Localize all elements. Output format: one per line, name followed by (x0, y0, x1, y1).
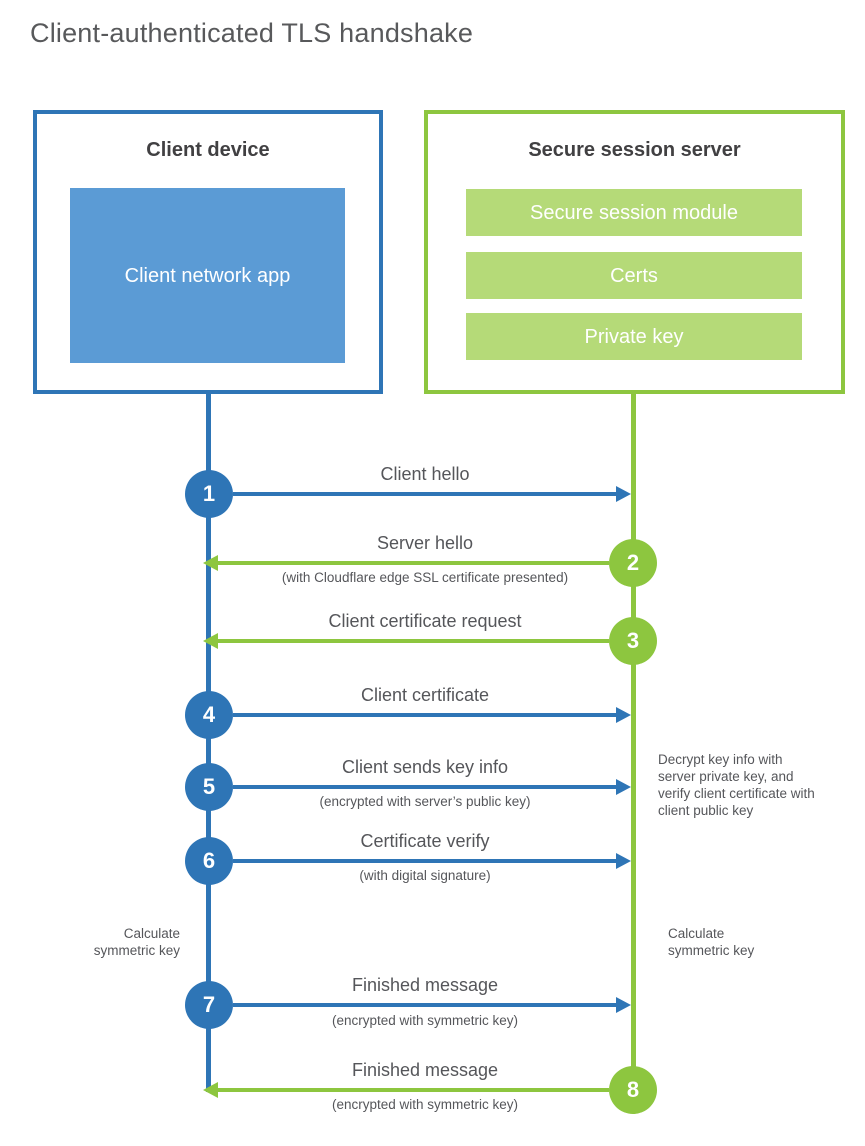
step-7-arrow (233, 1003, 616, 1007)
note-calculate-symmetric-key-server: Calculate symmetric key (668, 926, 755, 958)
step-8-arrow (218, 1088, 609, 1092)
step-8-subtext: (encrypted with symmetric key) (331, 1097, 519, 1112)
secure-session-server-title: Secure session server (528, 139, 741, 161)
step-6-subtext: (with digital signature) (359, 868, 491, 883)
page-title: Client-authenticated TLS handshake (30, 18, 474, 48)
client-network-app-block: Client network app (70, 188, 345, 363)
step-1-label: Client hello (380, 464, 470, 484)
server-module-private-key: Private key (466, 313, 802, 360)
step-8-label: Finished message (351, 1060, 499, 1080)
step-4-arrowhead-icon (616, 707, 631, 723)
step-2-subtext: (with Cloudflare edge SSL certificate pr… (281, 570, 569, 585)
step-1-circle: 1 (185, 470, 233, 518)
server-module-certs: Certs (466, 252, 802, 299)
step-2-arrowhead-icon (203, 555, 218, 571)
step-7-subtext: (encrypted with symmetric key) (331, 1013, 519, 1028)
step-6-arrow (233, 859, 616, 863)
step-4-label: Client certificate (360, 685, 490, 705)
client-device-title: Client device (146, 139, 270, 161)
step-5-circle: 5 (185, 763, 233, 811)
note-decrypt-key-info: Decrypt key info with server private key… (658, 752, 815, 818)
step-2-arrow (218, 561, 609, 565)
note-calculate-symmetric-key-client: Calculate symmetric key (93, 926, 180, 958)
step-8-arrowhead-icon (203, 1082, 218, 1098)
server-lifeline (631, 394, 636, 1090)
step-7-label: Finished message (351, 975, 499, 995)
step-7-circle: 7 (185, 981, 233, 1029)
step-3-arrowhead-icon (203, 633, 218, 649)
step-3-arrow (218, 639, 609, 643)
step-6-label: Certificate verify (360, 831, 490, 851)
step-3-circle: 3 (609, 617, 657, 665)
client-network-app-label: Client network app (124, 264, 291, 287)
step-1-arrowhead-icon (616, 486, 631, 502)
step-3-label: Client certificate request (328, 611, 522, 631)
step-5-arrow (233, 785, 616, 789)
server-module-secure-session: Secure session module (466, 189, 802, 236)
step-6-circle: 6 (185, 837, 233, 885)
client-lifeline (206, 394, 211, 1092)
step-4-circle: 4 (185, 691, 233, 739)
step-4-arrow (233, 713, 616, 717)
step-5-subtext: (encrypted with server’s public key) (319, 794, 531, 809)
step-1-arrow (233, 492, 616, 496)
step-2-circle: 2 (609, 539, 657, 587)
step-5-label: Client sends key info (341, 757, 509, 777)
step-5-arrowhead-icon (616, 779, 631, 795)
step-7-arrowhead-icon (616, 997, 631, 1013)
step-2-label: Server hello (376, 533, 474, 553)
step-6-arrowhead-icon (616, 853, 631, 869)
step-8-circle: 8 (609, 1066, 657, 1114)
